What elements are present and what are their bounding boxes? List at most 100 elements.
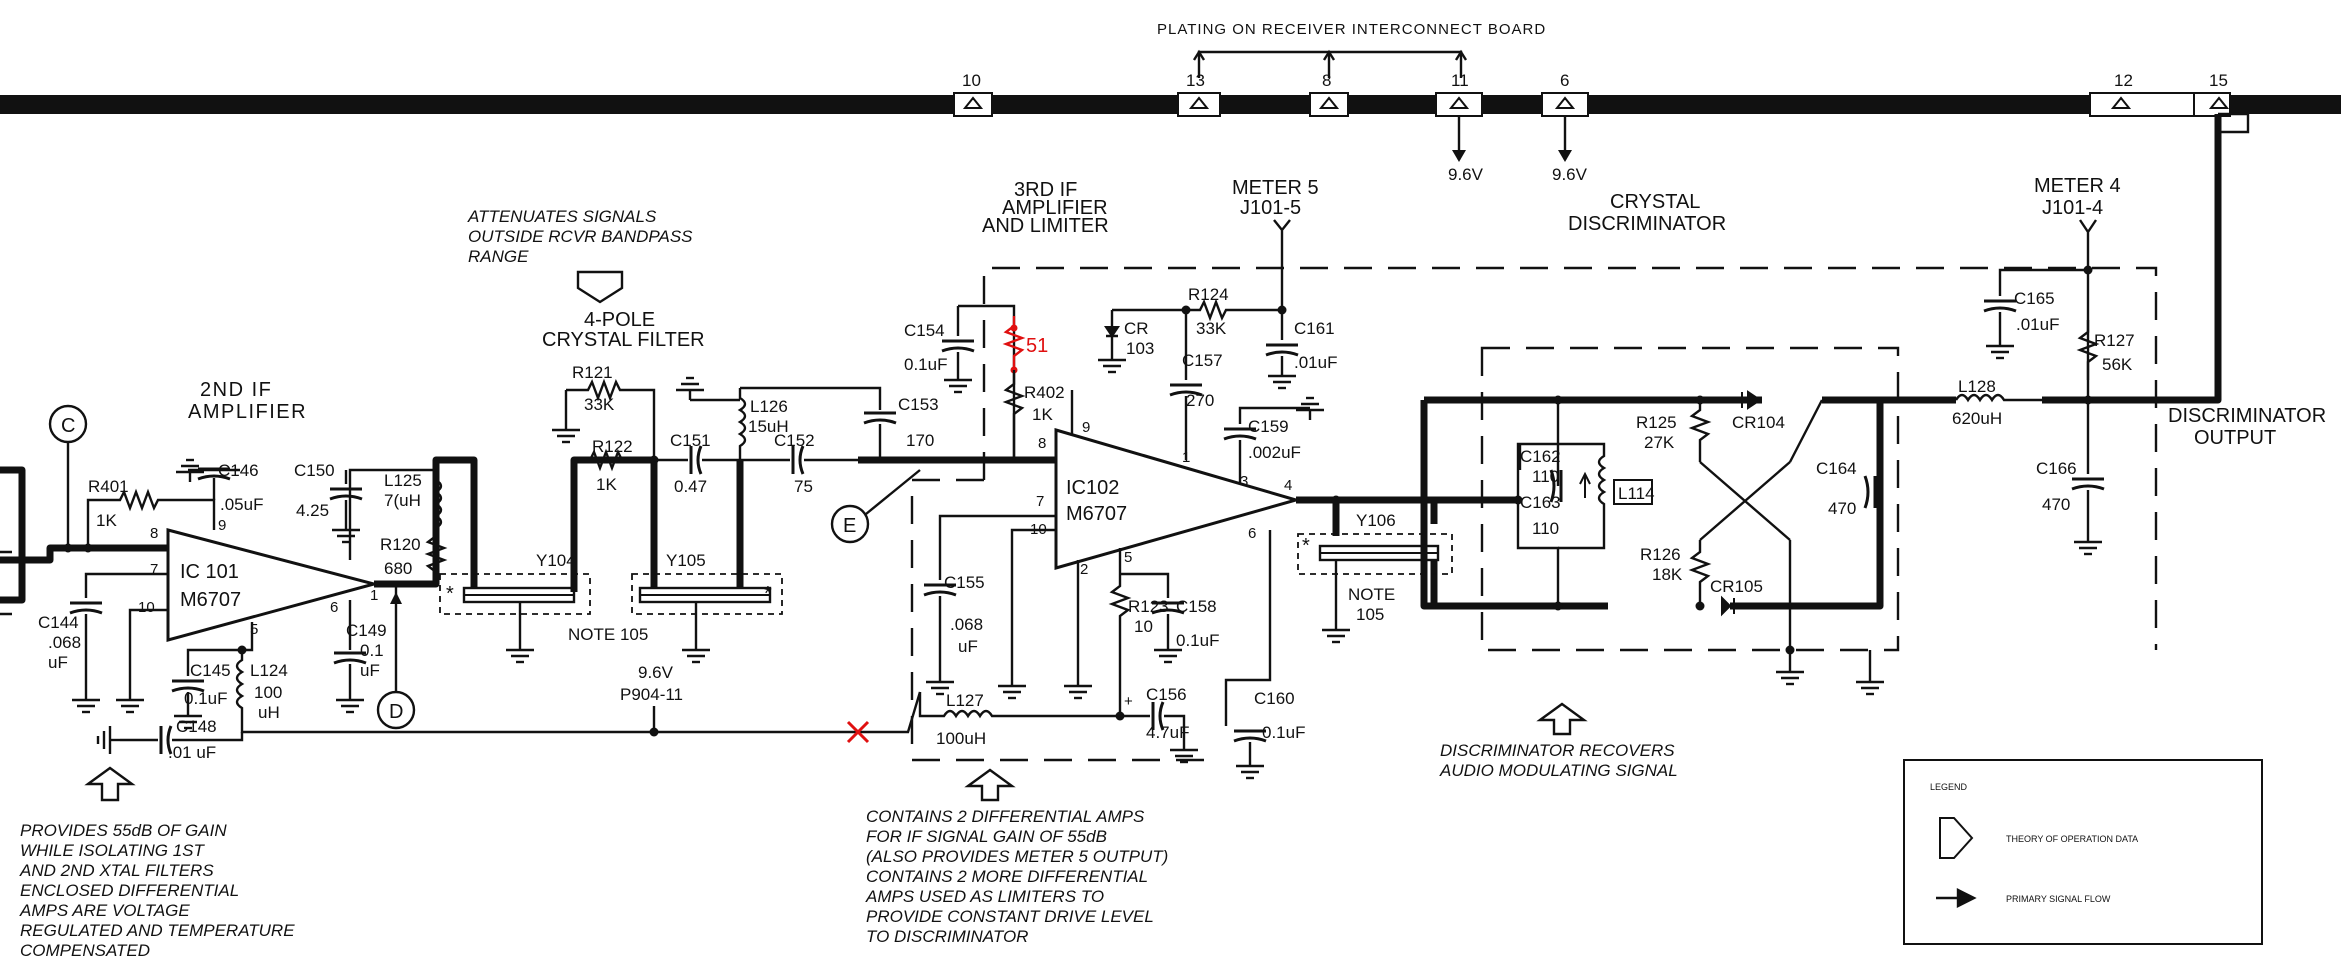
provides-gain-note: PROVIDES 55dB OF GAIN WHILE ISOLATING 1S… bbox=[19, 821, 295, 960]
svg-text:18K: 18K bbox=[1652, 565, 1683, 584]
ic102-part: M6707 bbox=[1066, 503, 1127, 525]
svg-text:uF: uF bbox=[48, 653, 68, 672]
svg-text:C150: C150 bbox=[294, 461, 335, 480]
y105-crystal: * Y105 bbox=[631, 551, 783, 664]
svg-text:105: 105 bbox=[1356, 605, 1384, 624]
section-meter5-title: METER 5 J101-5 bbox=[1232, 177, 1319, 219]
c153-capacitor: C153 170 bbox=[862, 395, 939, 460]
legend-flow-label: PRIMARY SIGNAL FLOW bbox=[2006, 894, 2111, 904]
svg-text:R122: R122 bbox=[592, 437, 633, 456]
c164-capacitor: C164 470 bbox=[1816, 459, 1877, 518]
bus-pin-15: 15 bbox=[2209, 71, 2228, 90]
discriminator-enclosure bbox=[1480, 346, 1900, 652]
c159-capacitor: C159 .002uF bbox=[1222, 396, 1326, 484]
svg-text:470: 470 bbox=[1828, 499, 1856, 518]
svg-text:9.6V: 9.6V bbox=[638, 663, 674, 682]
svg-text:0.47: 0.47 bbox=[674, 477, 707, 496]
svg-text:8: 8 bbox=[150, 525, 158, 542]
svg-text:0.1uF: 0.1uF bbox=[184, 689, 227, 708]
c146-capacitor: C146 .05uF bbox=[174, 458, 263, 514]
c155-capacitor: C155 .068 uF bbox=[944, 573, 985, 656]
y106-crystal: * Y106 bbox=[1297, 511, 1453, 644]
section-crystal-discriminator-title: CRYSTAL DISCRIMINATOR bbox=[1568, 191, 1726, 235]
bus-pin-12: 12 bbox=[2114, 71, 2133, 90]
signal-path-filter bbox=[570, 456, 744, 592]
c161-capacitor: C161 .01uF bbox=[1264, 310, 1337, 390]
y104-crystal: * Y104 bbox=[439, 551, 591, 664]
svg-text:L125: L125 bbox=[384, 471, 422, 490]
discriminator-note: DISCRIMINATOR RECOVERS AUDIO MODULATING … bbox=[1439, 741, 1678, 780]
svg-text:Y105: Y105 bbox=[666, 551, 706, 570]
ic102-supply-wiring bbox=[922, 390, 1122, 700]
svg-text:R121: R121 bbox=[572, 363, 613, 382]
svg-text:CONTAINS 2 DIFFERENTIAL AMPS: CONTAINS 2 DIFFERENTIAL AMPS bbox=[866, 807, 1145, 826]
r125-resistor: R125 27K bbox=[1636, 395, 1712, 462]
theory-arrow-filter bbox=[576, 270, 624, 304]
bus-connector-pins bbox=[953, 92, 2231, 117]
bus-pin-6: 6 bbox=[1560, 71, 1569, 90]
svg-text:COMPENSATED: COMPENSATED bbox=[20, 941, 150, 960]
svg-text:PROVIDES 55dB OF GAIN: PROVIDES 55dB OF GAIN bbox=[20, 821, 227, 840]
svg-text:C151: C151 bbox=[670, 431, 711, 450]
section-crystal-filter-title: 4-POLE CRYSTAL FILTER bbox=[542, 309, 705, 351]
svg-text:C153: C153 bbox=[898, 395, 939, 414]
svg-text:.01uF: .01uF bbox=[2016, 315, 2059, 334]
svg-text:1K: 1K bbox=[96, 511, 117, 530]
ic101-ref: IC 101 bbox=[180, 561, 239, 583]
svg-text:AMPLIFIER: AMPLIFIER bbox=[188, 401, 307, 423]
svg-text:C149: C149 bbox=[346, 621, 387, 640]
svg-text:AND 2ND XTAL FILTERS: AND 2ND XTAL FILTERS bbox=[19, 861, 214, 880]
svg-text:FOR IF SIGNAL GAIN OF 55dB: FOR IF SIGNAL GAIN OF 55dB bbox=[866, 827, 1107, 846]
svg-text:27K: 27K bbox=[1644, 433, 1675, 452]
c154-capacitor: C154 0.1uF bbox=[904, 304, 1016, 460]
svg-text:TO DISCRIMINATOR: TO DISCRIMINATOR bbox=[866, 927, 1028, 946]
svg-text:110: 110 bbox=[1532, 519, 1559, 538]
signal-path-output bbox=[1880, 114, 2222, 404]
svg-text:P904-11: P904-11 bbox=[620, 685, 683, 704]
svg-text:R401: R401 bbox=[88, 477, 129, 496]
svg-text:C160: C160 bbox=[1254, 689, 1295, 708]
svg-text:AMPLIFIER: AMPLIFIER bbox=[1002, 197, 1108, 219]
r121-resistor: R121 33K bbox=[550, 363, 656, 460]
svg-text:J101-4: J101-4 bbox=[2042, 197, 2103, 219]
svg-text:CRYSTAL FILTER: CRYSTAL FILTER bbox=[542, 329, 705, 351]
discriminator-grounds bbox=[1774, 606, 1886, 696]
contains-amps-note: CONTAINS 2 DIFFERENTIAL AMPS FOR IF SIGN… bbox=[865, 807, 1168, 946]
svg-text:+: + bbox=[1124, 693, 1133, 710]
svg-text:C163: C163 bbox=[1520, 493, 1561, 512]
svg-text:.01 uF: .01 uF bbox=[168, 743, 216, 762]
red-resistor-value: 51 bbox=[1026, 335, 1048, 357]
3rd-if-enclosure bbox=[910, 266, 2158, 762]
meter5-connection bbox=[1273, 219, 1291, 310]
note-105-filter: NOTE 105 bbox=[568, 625, 648, 644]
svg-text:R126: R126 bbox=[1640, 545, 1681, 564]
c152-capacitor: C152 75 bbox=[740, 431, 858, 496]
signal-path-input bbox=[0, 466, 172, 616]
svg-text:uF: uF bbox=[360, 661, 380, 680]
svg-text:3RD IF: 3RD IF bbox=[1014, 179, 1077, 201]
pin10-ground bbox=[114, 608, 168, 714]
svg-text:AMPS USED AS LIMITERS TO: AMPS USED AS LIMITERS TO bbox=[865, 887, 1104, 906]
svg-text:C145: C145 bbox=[190, 661, 231, 680]
svg-text:C156: C156 bbox=[1146, 685, 1187, 704]
svg-text:R120: R120 bbox=[380, 535, 421, 554]
svg-text:J101-5: J101-5 bbox=[1240, 197, 1301, 219]
svg-text:AMPS ARE VOLTAGE: AMPS ARE VOLTAGE bbox=[19, 901, 190, 920]
svg-text:L114: L114 bbox=[1618, 484, 1655, 503]
bus-pin-10: 10 bbox=[962, 71, 981, 90]
svg-text:ATTENUATES SIGNALS: ATTENUATES SIGNALS bbox=[467, 207, 657, 226]
svg-text:10: 10 bbox=[138, 599, 155, 616]
svg-text:5: 5 bbox=[1124, 549, 1132, 566]
l127-inductor: L127 100uH bbox=[918, 691, 1125, 748]
theory-arrow-provides bbox=[84, 766, 136, 802]
c156-capacitor: + C156 4.7uF bbox=[1120, 685, 1200, 764]
svg-text:METER 4: METER 4 bbox=[2034, 175, 2121, 197]
r127-resistor: R127 56K bbox=[2076, 320, 2135, 380]
bus-pin-8: 8 bbox=[1322, 71, 1331, 90]
c149-capacitor: C149 0.1 uF bbox=[332, 600, 387, 714]
signal-path-discriminator bbox=[1420, 396, 1884, 610]
ic101-part: M6707 bbox=[180, 589, 241, 611]
svg-text:R125: R125 bbox=[1636, 413, 1677, 432]
discriminator-output-label: DISCRIMINATOR OUTPUT bbox=[2168, 405, 2326, 449]
